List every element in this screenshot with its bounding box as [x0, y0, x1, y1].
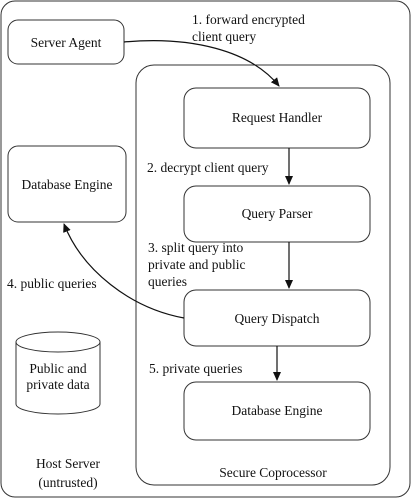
edge-2-label: 2. decrypt client query	[147, 160, 269, 175]
query-parser-label: Query Parser	[242, 206, 313, 221]
database-engine-secure-label: Database Engine	[231, 403, 322, 418]
edge-3-label-line2: private and public	[148, 257, 245, 272]
edge-1-label-line2: client query	[192, 29, 256, 44]
data-store-label-line2: private data	[26, 377, 89, 392]
request-handler-node: Request Handler	[183, 87, 371, 149]
edge-public-queries-arrow	[63, 223, 185, 319]
query-dispatch-node: Query Dispatch	[183, 289, 371, 347]
secure-coprocessor-label: Secure Coprocessor	[219, 465, 327, 480]
query-parser-node: Query Parser	[183, 185, 371, 243]
query-dispatch-label: Query Dispatch	[234, 311, 319, 326]
edge-4-label: 4. public queries	[7, 276, 97, 291]
secure-coprocessor-container	[135, 64, 391, 486]
host-server-label-line2: (untrusted)	[38, 475, 97, 490]
host-server-label-line1: Host Server	[36, 456, 101, 471]
database-engine-host-node: Database Engine	[7, 145, 127, 223]
server-agent-node: Server Agent	[7, 19, 125, 65]
edge-1-label-line1: 1. forward encrypted	[192, 12, 305, 27]
edge-3-label-line1: 3. split query into	[148, 240, 243, 255]
database-engine-host-label: Database Engine	[21, 177, 112, 192]
server-agent-label: Server Agent	[31, 35, 102, 50]
data-store-cylinder: Public and private data	[15, 331, 101, 415]
edge-3-label-line3: queries	[148, 274, 187, 289]
request-handler-label: Request Handler	[232, 110, 323, 125]
edge-5-label: 5. private queries	[149, 361, 242, 376]
edge-forward-query-arrow	[123, 40, 280, 87]
database-engine-secure-node: Database Engine	[183, 381, 371, 441]
data-store-label-line1: Public and	[29, 361, 87, 376]
